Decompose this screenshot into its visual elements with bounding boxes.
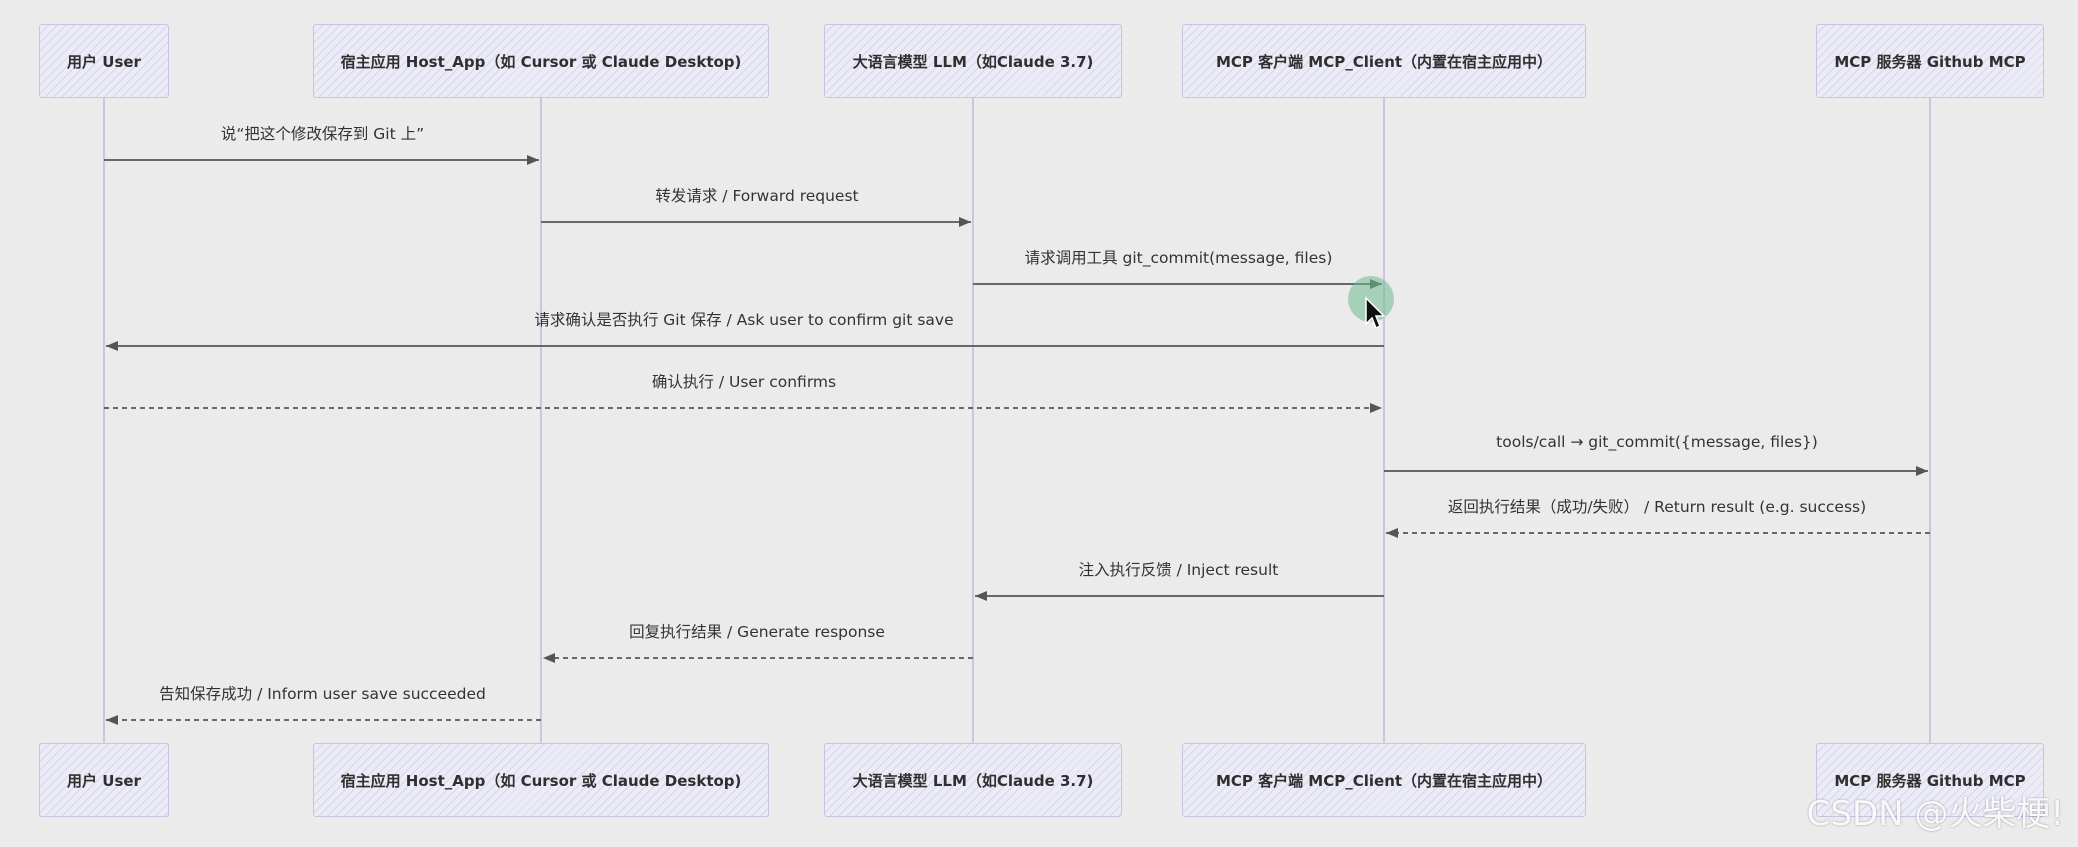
actor-host-top: 宿主应用 Host_App（如 Cursor 或 Claude Desktop) bbox=[313, 24, 769, 98]
actor-host-bottom: 宿主应用 Host_App（如 Cursor 或 Claude Desktop) bbox=[313, 743, 769, 817]
actor-server-bottom: MCP 服务器 Github MCP bbox=[1816, 743, 2044, 817]
message-label-9: 回复执行结果 / Generate response bbox=[629, 623, 885, 641]
actor-server-top: MCP 服务器 Github MCP bbox=[1816, 24, 2044, 98]
message-label-7: 返回执行结果（成功/失败） / Return result (e.g. succ… bbox=[1447, 498, 1867, 516]
message-label-5: 确认执行 / User confirms bbox=[651, 373, 837, 391]
message-label-6: tools/call → git_commit({message, files}… bbox=[1496, 433, 1818, 451]
actor-user-top: 用户 User bbox=[39, 24, 169, 98]
message-label-2: 转发请求 / Forward request bbox=[655, 187, 859, 205]
message-label-4: 请求确认是否执行 Git 保存 / Ask user to confirm gi… bbox=[534, 311, 954, 329]
actor-client-top: MCP 客户端 MCP_Client（内置在宿主应用中） bbox=[1182, 24, 1586, 98]
actor-user-bottom: 用户 User bbox=[39, 743, 169, 817]
mouse-cursor-icon bbox=[1365, 296, 1386, 330]
actor-client-bottom: MCP 客户端 MCP_Client（内置在宿主应用中） bbox=[1182, 743, 1586, 817]
actor-llm-top: 大语言模型 LLM（如Claude 3.7) bbox=[824, 24, 1122, 98]
watermark: CSDN @火柴梗! bbox=[1806, 794, 2064, 834]
message-label-3: 请求调用工具 git_commit(message, files) bbox=[1024, 249, 1333, 267]
message-label-10: 告知保存成功 / Inform user save succeeded bbox=[159, 685, 486, 703]
message-label-1: 说“把这个修改保存到 Git 上” bbox=[220, 125, 425, 143]
actor-llm-bottom: 大语言模型 LLM（如Claude 3.7) bbox=[824, 743, 1122, 817]
message-label-8: 注入执行反馈 / Inject result bbox=[1078, 561, 1279, 579]
